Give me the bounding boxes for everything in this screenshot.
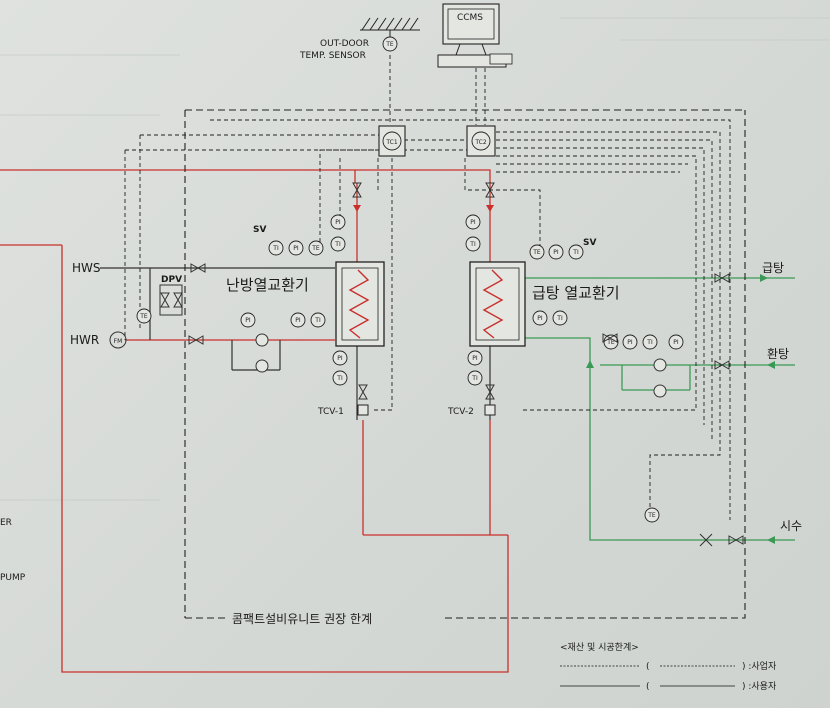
ti-gauge-label: TI: [646, 339, 653, 346]
pi-gauge-label: PI: [293, 245, 299, 252]
hotwater-exchanger-label: 급탕 열교환기: [532, 284, 620, 302]
pi-gauge-icon: [465, 214, 481, 230]
heat-exchanger-2: [469, 261, 526, 347]
ti-gauge-label: TI: [314, 317, 321, 324]
ti-gauge-icon: [268, 240, 284, 256]
controller-tc2: TC2: [466, 125, 496, 157]
ccms-computer-icon: CCMS: [437, 3, 513, 68]
te-gauge-label: TE: [606, 339, 615, 346]
hot-supply-label: 급탕: [762, 261, 784, 275]
heating-exchanger-label: 난방열교환기: [226, 276, 309, 294]
te-gauge-label: TE: [311, 245, 320, 252]
ti-gauge-icon: [465, 236, 481, 252]
te-gauge-label: TE: [532, 249, 541, 256]
pi-gauge-icon: [240, 312, 256, 328]
pi-gauge-label: PI: [537, 315, 543, 322]
pi-gauge-icon: [548, 244, 564, 260]
pi-gauge-label: PI: [335, 219, 341, 226]
control-signal-dashed-lines: [124, 55, 731, 520]
sensor-label-line1: OUT-DOOR: [320, 39, 369, 49]
svg-text:(: (: [646, 682, 650, 692]
red-pipe-risers: [353, 183, 494, 262]
legend: <재산 및 시공한계> ( ) :사업자 ( ) :사용자: [560, 641, 777, 692]
ti-gauge-icon: [552, 310, 568, 326]
controller-tc1: TC1: [378, 125, 406, 157]
ti-gauge-label: TI: [334, 241, 341, 248]
left-pump-label: PUMP: [0, 573, 26, 583]
ti-gauge-label: TI: [469, 241, 476, 248]
pi-gauge-label: PI: [295, 317, 301, 324]
pi-gauge-label: PI: [627, 339, 633, 346]
dpv-valve: [159, 284, 183, 316]
pi-gauge-icon: [290, 312, 306, 328]
sensor-label-line2: TEMP. SENSOR: [299, 51, 366, 61]
heating-water-red-lines: [0, 169, 509, 673]
ccms-label: CCMS: [457, 13, 483, 23]
legend-row1-label: ) :사업자: [742, 661, 777, 672]
ti-gauge-label: TI: [572, 249, 579, 256]
pi-gauge-icon: [467, 350, 483, 366]
pi-gauge-label: PI: [337, 355, 343, 362]
ti-gauge-icon: [568, 244, 584, 260]
tcv1-label: TCV-1: [317, 407, 344, 417]
ti-gauge-icon: [467, 370, 483, 386]
te-gauge-icon: [382, 36, 398, 52]
ti-gauge-icon: [332, 370, 348, 386]
legend-title: <재산 및 시공한계>: [560, 641, 639, 653]
hwr-label: HWR: [70, 333, 99, 347]
fm-label: FM: [114, 338, 123, 345]
heat-exchanger-1: [335, 261, 385, 347]
te-gauge-icon: [308, 240, 324, 256]
tc2-label: TC2: [474, 139, 487, 146]
tcv2-label: TCV-2: [447, 407, 474, 417]
instrument-gauges: TE PI TI TI PI TE PI PI TI TE PI TI PI TI TE PI TI PI TI PI…: [136, 36, 684, 523]
hws-label: HWS: [72, 261, 101, 275]
ti-gauge-icon: [310, 312, 326, 328]
ti-gauge-label: TI: [272, 245, 279, 252]
pi-gauge-icon: [288, 240, 304, 256]
tc1-label: TC1: [385, 139, 398, 146]
pi-gauge-label: PI: [245, 317, 251, 324]
pi-gauge-label: PI: [673, 339, 679, 346]
pi-gauge-icon: [330, 214, 346, 230]
ti-gauge-label: TI: [556, 315, 563, 322]
ti-gauge-label: TI: [336, 375, 343, 382]
ti-gauge-icon: [330, 236, 346, 252]
left-er-label: ER: [0, 518, 12, 528]
hot-water-green-lines: [525, 274, 795, 544]
outdoor-sensor-wall-icon: [360, 17, 420, 38]
svg-text:(: (: [646, 662, 650, 672]
boundary-label: 콤팩트설비유니트 권장 한계: [232, 612, 372, 626]
paper-gridlines: [0, 17, 830, 501]
pi-gauge-icon: [668, 334, 684, 350]
te-gauge-icon: [644, 507, 660, 523]
pi-gauge-icon: [332, 350, 348, 366]
ti-gauge-label: TI: [471, 375, 478, 382]
pi-gauge-icon: [622, 334, 638, 350]
pi-gauge-label: PI: [472, 355, 478, 362]
te-gauge-label: TE: [385, 41, 394, 48]
pi-gauge-icon: [532, 310, 548, 326]
te-gauge-label: TE: [647, 512, 656, 519]
pi-gauge-label: PI: [553, 249, 559, 256]
sv1-label: SV: [253, 225, 266, 235]
boundary-dashed-line: [184, 109, 746, 619]
valves: [188, 182, 744, 547]
sv2-label: SV: [583, 238, 596, 248]
legend-row2-label: ) :사용자: [742, 681, 777, 692]
hot-return-label: 환탕: [767, 347, 789, 361]
te-gauge-label: TE: [139, 313, 148, 320]
pi-gauge-label: PI: [470, 219, 476, 226]
dpv-label: DPV: [161, 275, 182, 285]
te-gauge-icon: [136, 308, 152, 324]
ti-gauge-icon: [642, 334, 658, 350]
te-gauge-icon: [529, 244, 545, 260]
pumps: [255, 333, 667, 398]
process-black-lines: [100, 267, 491, 420]
city-water-label: 시수: [780, 519, 802, 533]
